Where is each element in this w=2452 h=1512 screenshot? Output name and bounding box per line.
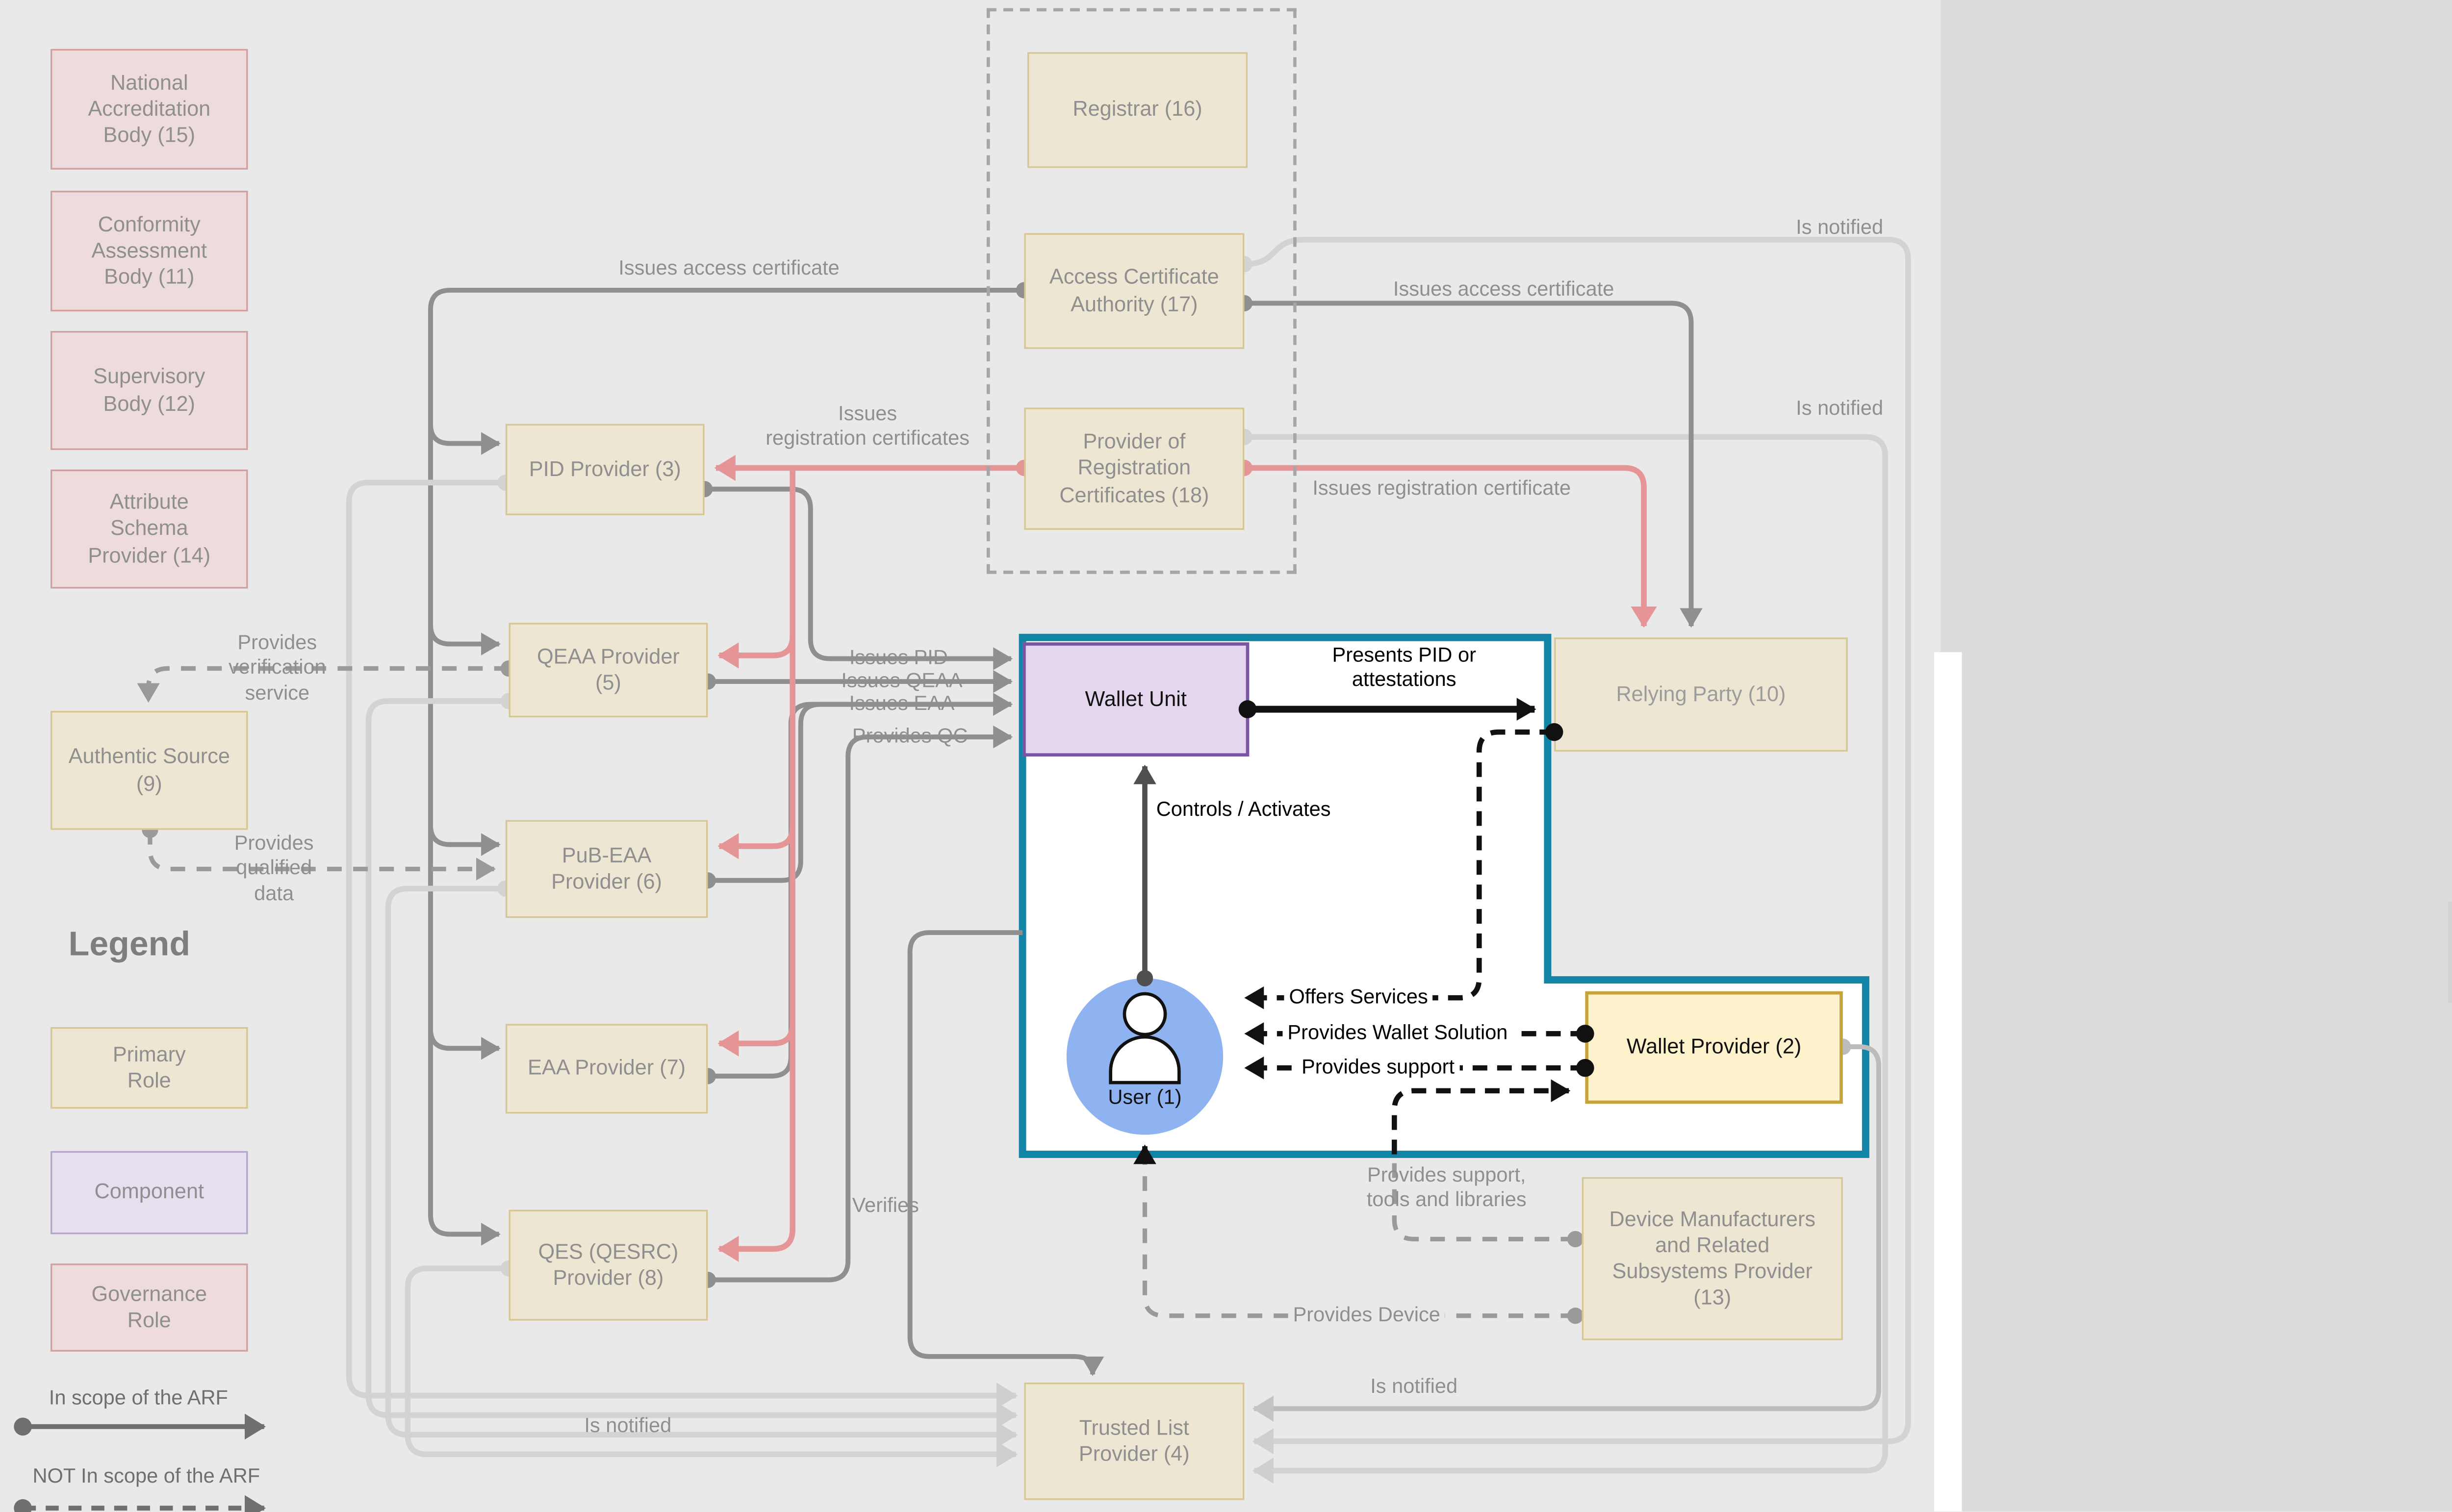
node-supervisory-body: Supervisory Body (12) — [51, 331, 248, 450]
label-issues-access-certificate-left: Issues access certificate — [618, 256, 840, 279]
label-issues-registration-certificate-right: Issues registration certificate — [1312, 477, 1571, 500]
node-relying-party: Relying Party (10) — [1554, 637, 1848, 752]
label-issues-qeaa: Issues QEAA — [841, 669, 963, 692]
label-provides-qc: Provides QC — [852, 724, 968, 748]
node-conformity-assessment-body: Conformity Assessment Body (11) — [51, 191, 248, 312]
legend-title: Legend — [68, 926, 190, 964]
edge-provides-support-tools — [1391, 1079, 1571, 1155]
label-issues-eaa: Issues EAA — [849, 692, 955, 715]
user-person-icon — [1109, 992, 1181, 1084]
label-issues-pid: Issues PID — [849, 646, 948, 669]
edge-verifies — [907, 930, 1104, 1376]
node-qes-provider: QES (QESRC) Provider (8) — [509, 1210, 708, 1321]
legend-governance-role: Governance Role — [51, 1263, 248, 1352]
registrar-group — [986, 8, 1297, 574]
label-offers-services: Offers Services — [1284, 985, 1433, 1010]
legend-not-in-scope-label: NOT In scope of the ARF — [32, 1464, 260, 1488]
label-issues-access-certificate-right: Issues access certificate — [1393, 277, 1614, 301]
node-pub-eaa-provider: PuB-EAA Provider (6) — [505, 820, 708, 918]
legend-in-scope-label: In scope of the ARF — [49, 1386, 228, 1410]
label-provides-support-tools: Provides support, tools and libraries — [1366, 1163, 1527, 1211]
node-provider-of-registration-certificates: Provider of Registration Certificates (1… — [1024, 407, 1245, 530]
label-provides-support: Provides support — [1297, 1055, 1460, 1081]
label-controls-activates: Controls / Activates — [1156, 798, 1331, 821]
legend-primary-role: Primary Role — [51, 1027, 248, 1109]
node-eaa-provider: EAA Provider (7) — [505, 1024, 708, 1114]
node-qeaa-provider: QEAA Provider (5) — [509, 623, 708, 718]
label-is-notified-bottom-right: Is notified — [1370, 1375, 1458, 1398]
node-trusted-list-provider: Trusted List Provider (4) — [1024, 1383, 1245, 1500]
right-panel — [1941, 0, 2452, 1512]
label-provides-qualified-data: Provides qualified data — [234, 832, 314, 905]
panel-patch — [2448, 902, 2452, 1003]
panel-divider — [1934, 652, 1962, 1512]
node-authentic-source: Authentic Source (9) — [51, 710, 248, 830]
label-provides-device: Provides Device — [1288, 1303, 1445, 1329]
label-provides-verification-service: Provides verification service — [228, 631, 326, 704]
label-is-notified-bottom-left: Is notified — [584, 1414, 672, 1437]
legend-component: Component — [51, 1151, 248, 1235]
node-attribute-schema-provider: Attribute Schema Provider (14) — [51, 469, 248, 589]
label-provides-wallet-solution: Provides Wallet Solution — [1282, 1021, 1513, 1046]
label-is-notified-mid: Is notified — [1796, 397, 1884, 420]
user-label: User (1) — [1108, 1085, 1182, 1109]
node-wallet-unit: Wallet Unit — [1022, 642, 1250, 757]
node-registrar: Registrar (16) — [1027, 52, 1248, 168]
label-issues-registration-certificates: Issues registration certificates — [766, 402, 970, 450]
node-pid-provider: PID Provider (3) — [505, 424, 705, 515]
node-access-certificate-authority: Access Certificate Authority (17) — [1024, 233, 1245, 349]
node-device-manufacturers: Device Manufacturers and Related Subsyst… — [1582, 1177, 1843, 1340]
label-verifies: Verifies — [852, 1194, 919, 1217]
edge-issues-access-cert-trunk — [428, 282, 1033, 1246]
label-presents-pid: Presents PID or attestations — [1332, 643, 1476, 692]
node-national-accreditation-body: National Accreditation Body (15) — [51, 49, 248, 170]
label-is-notified-top: Is notified — [1796, 216, 1884, 239]
edge-offers-services — [1244, 723, 1563, 1009]
node-wallet-provider: Wallet Provider (2) — [1585, 991, 1843, 1104]
